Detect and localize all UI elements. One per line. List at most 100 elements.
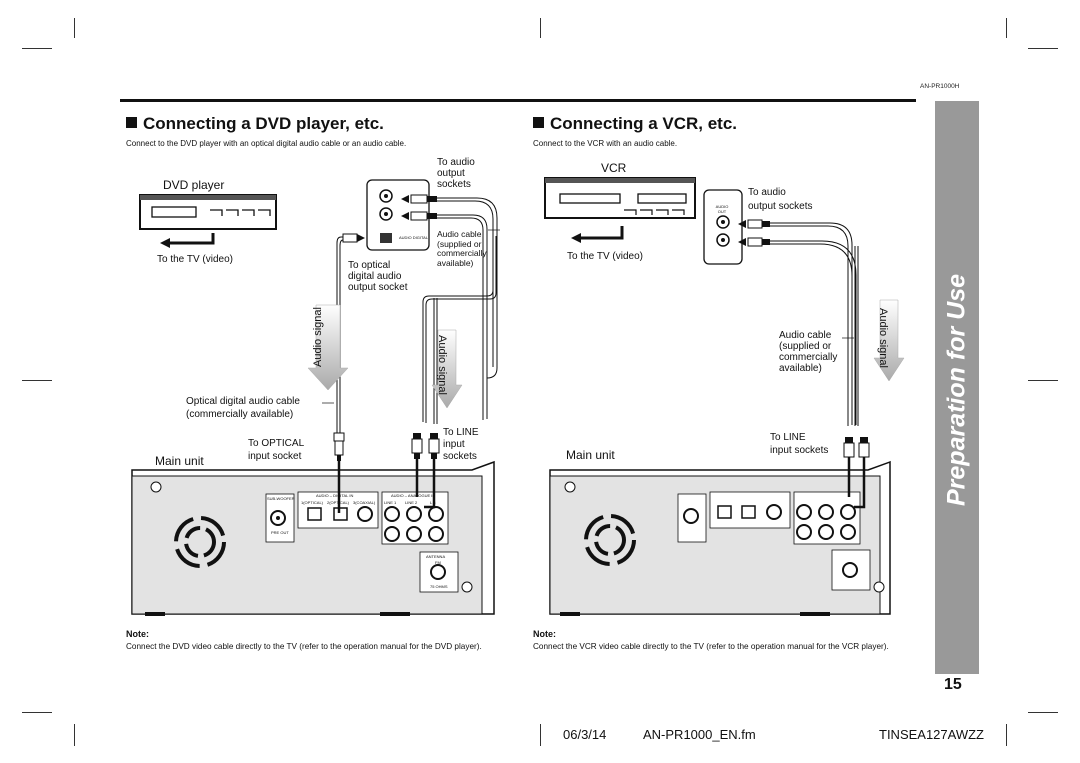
vcr: [544, 177, 696, 219]
crop-mark: [540, 18, 541, 38]
signal-label-left: Audio signal: [311, 307, 324, 367]
crop-mark: [1028, 712, 1058, 713]
vcr-out-tag: AUDIO OUT: [715, 204, 729, 214]
note-text: Connect the DVD video cable directly to …: [126, 642, 482, 651]
crop-mark: [22, 712, 52, 713]
audio-cable-line: available): [437, 257, 474, 268]
audio-cable-label: Audio cable (supplied or commercially av…: [437, 229, 487, 268]
audio-output-line: sockets: [437, 179, 471, 190]
rca-plugs-left: [401, 194, 437, 221]
side-tab: [935, 101, 979, 674]
to-line-line: To LINE: [770, 432, 806, 443]
left-intro: Connect to the DVD player with an optica…: [126, 139, 407, 148]
to-line-label: To LINE input sockets: [443, 427, 479, 463]
to-line-line: input: [443, 439, 465, 450]
panel-coaxial: 3(COAXIAL): [353, 500, 376, 505]
top-rule: [120, 99, 916, 102]
signal-arrow: [307, 304, 349, 391]
right-heading: Connecting a VCR, etc.: [533, 114, 737, 134]
footer-file: AN-PR1000_EN.fm: [643, 727, 756, 742]
audio-output-line: output: [437, 168, 465, 179]
footer-code: TINSEA127AWZZ: [879, 727, 984, 742]
right-intro: Connect to the VCR with an audio cable.: [533, 139, 678, 148]
signal-arrow: [873, 299, 905, 382]
panel-line1: LINE 1: [384, 500, 397, 505]
optical-socket-line: To optical: [348, 260, 391, 271]
panel-sub-woofer: SUB-WOOFER: [267, 496, 295, 501]
audio-output-label: To audio output sockets: [748, 186, 812, 214]
panel-ohms: 75 OHMS: [430, 584, 448, 589]
signal-label-right: Audio signal: [435, 335, 448, 395]
note-title: Note:: [533, 629, 556, 639]
panel-antenna: ANTENNA: [426, 554, 446, 559]
audio-cable-line: Audio cable: [437, 229, 482, 239]
audio-cable-line: commercially: [779, 352, 838, 363]
audio-cable-line: (supplied or: [779, 341, 832, 352]
main-unit-right: [549, 460, 891, 616]
crop-mark: [74, 724, 75, 746]
footer-date: 06/3/14: [563, 727, 607, 742]
signal-arrow: [431, 329, 463, 409]
dvd-player-label: DVD player: [163, 178, 225, 192]
to-tv-label: To the TV (video): [157, 254, 233, 265]
panel-audio-digital: AUDIO – DIGITAL IN: [316, 493, 354, 498]
to-optical-line: input socket: [248, 451, 302, 462]
crop-mark: [1006, 18, 1007, 38]
to-optical-line: To OPTICAL: [248, 438, 305, 449]
to-line-line: input sockets: [770, 445, 829, 456]
panel-line3: L 3: [430, 500, 436, 505]
signal-label: Audio signal: [876, 308, 889, 368]
panel-optical1: 1(OPTICAL): [301, 500, 324, 505]
crop-mark: [22, 380, 52, 381]
to-line-line: To LINE: [443, 427, 479, 438]
vcr-label: VCR: [601, 161, 627, 175]
to-tv-arrow: [167, 233, 215, 245]
optical-cable-line: (commercially available): [186, 409, 294, 420]
right-heading-text: Connecting a VCR, etc.: [550, 114, 738, 133]
note-title: Note:: [126, 629, 149, 639]
crop-mark: [1006, 724, 1007, 746]
vcr-output-panel: [703, 189, 743, 265]
audio-cable-line: commercially: [437, 248, 487, 258]
note-text: Connect the VCR video cable directly to …: [533, 642, 889, 651]
optical-socket-label: To optical digital audio output socket: [348, 260, 407, 293]
left-heading-text: Connecting a DVD player, etc.: [143, 114, 384, 133]
audio-cable-label: Audio cable (supplied or commercially av…: [779, 330, 837, 374]
audio-output-line: To audio: [748, 187, 786, 198]
heading-bullet: [533, 117, 544, 128]
audio-cable-line: Audio cable: [779, 330, 832, 341]
crop-mark: [1028, 48, 1058, 49]
panel-pre-out: PRE OUT: [271, 530, 289, 535]
crop-mark: [74, 18, 75, 38]
optical-socket-line: output socket: [348, 282, 408, 293]
to-tv-label: To the TV (video): [567, 251, 643, 262]
audio-output-label: To audio output sockets: [437, 157, 475, 190]
dvd-player: [139, 194, 277, 230]
crop-mark: [22, 48, 52, 49]
page-number: 15: [944, 676, 962, 693]
optical-cable-line: Optical digital audio cable: [186, 396, 300, 407]
panel-audio-analogue: AUDIO – ANALOGUE IN: [391, 493, 436, 498]
audio-output-line: To audio: [437, 157, 475, 168]
audio-output-line: output sockets: [748, 201, 813, 212]
audio-cable-line: (supplied or: [437, 238, 482, 249]
crop-mark: [1028, 380, 1058, 381]
optical-socket-line: digital audio: [348, 271, 402, 282]
panel-fm: FM: [435, 560, 441, 565]
model-code: AN-PR1000H: [920, 83, 960, 90]
to-tv-arrow: [578, 226, 624, 240]
main-unit-left: [131, 460, 495, 616]
crop-mark: [540, 724, 541, 746]
to-line-label: To LINE input sockets: [770, 431, 828, 457]
panel-line2: LINE 2: [405, 500, 418, 505]
optical-cable-label: Optical digital audio cable (commerciall…: [186, 395, 300, 421]
audio-cable-line: available): [779, 363, 822, 374]
panel-optical2: 2(OPTICAL): [327, 500, 350, 505]
to-optical-label: To OPTICAL input socket: [248, 437, 304, 463]
panel-digital-tag: AUDIO DIGITAL: [399, 235, 429, 240]
main-unit-label: Main unit: [566, 448, 615, 462]
left-heading: Connecting a DVD player, etc.: [126, 114, 384, 134]
heading-bullet: [126, 117, 137, 128]
main-unit-label: Main unit: [155, 454, 204, 468]
